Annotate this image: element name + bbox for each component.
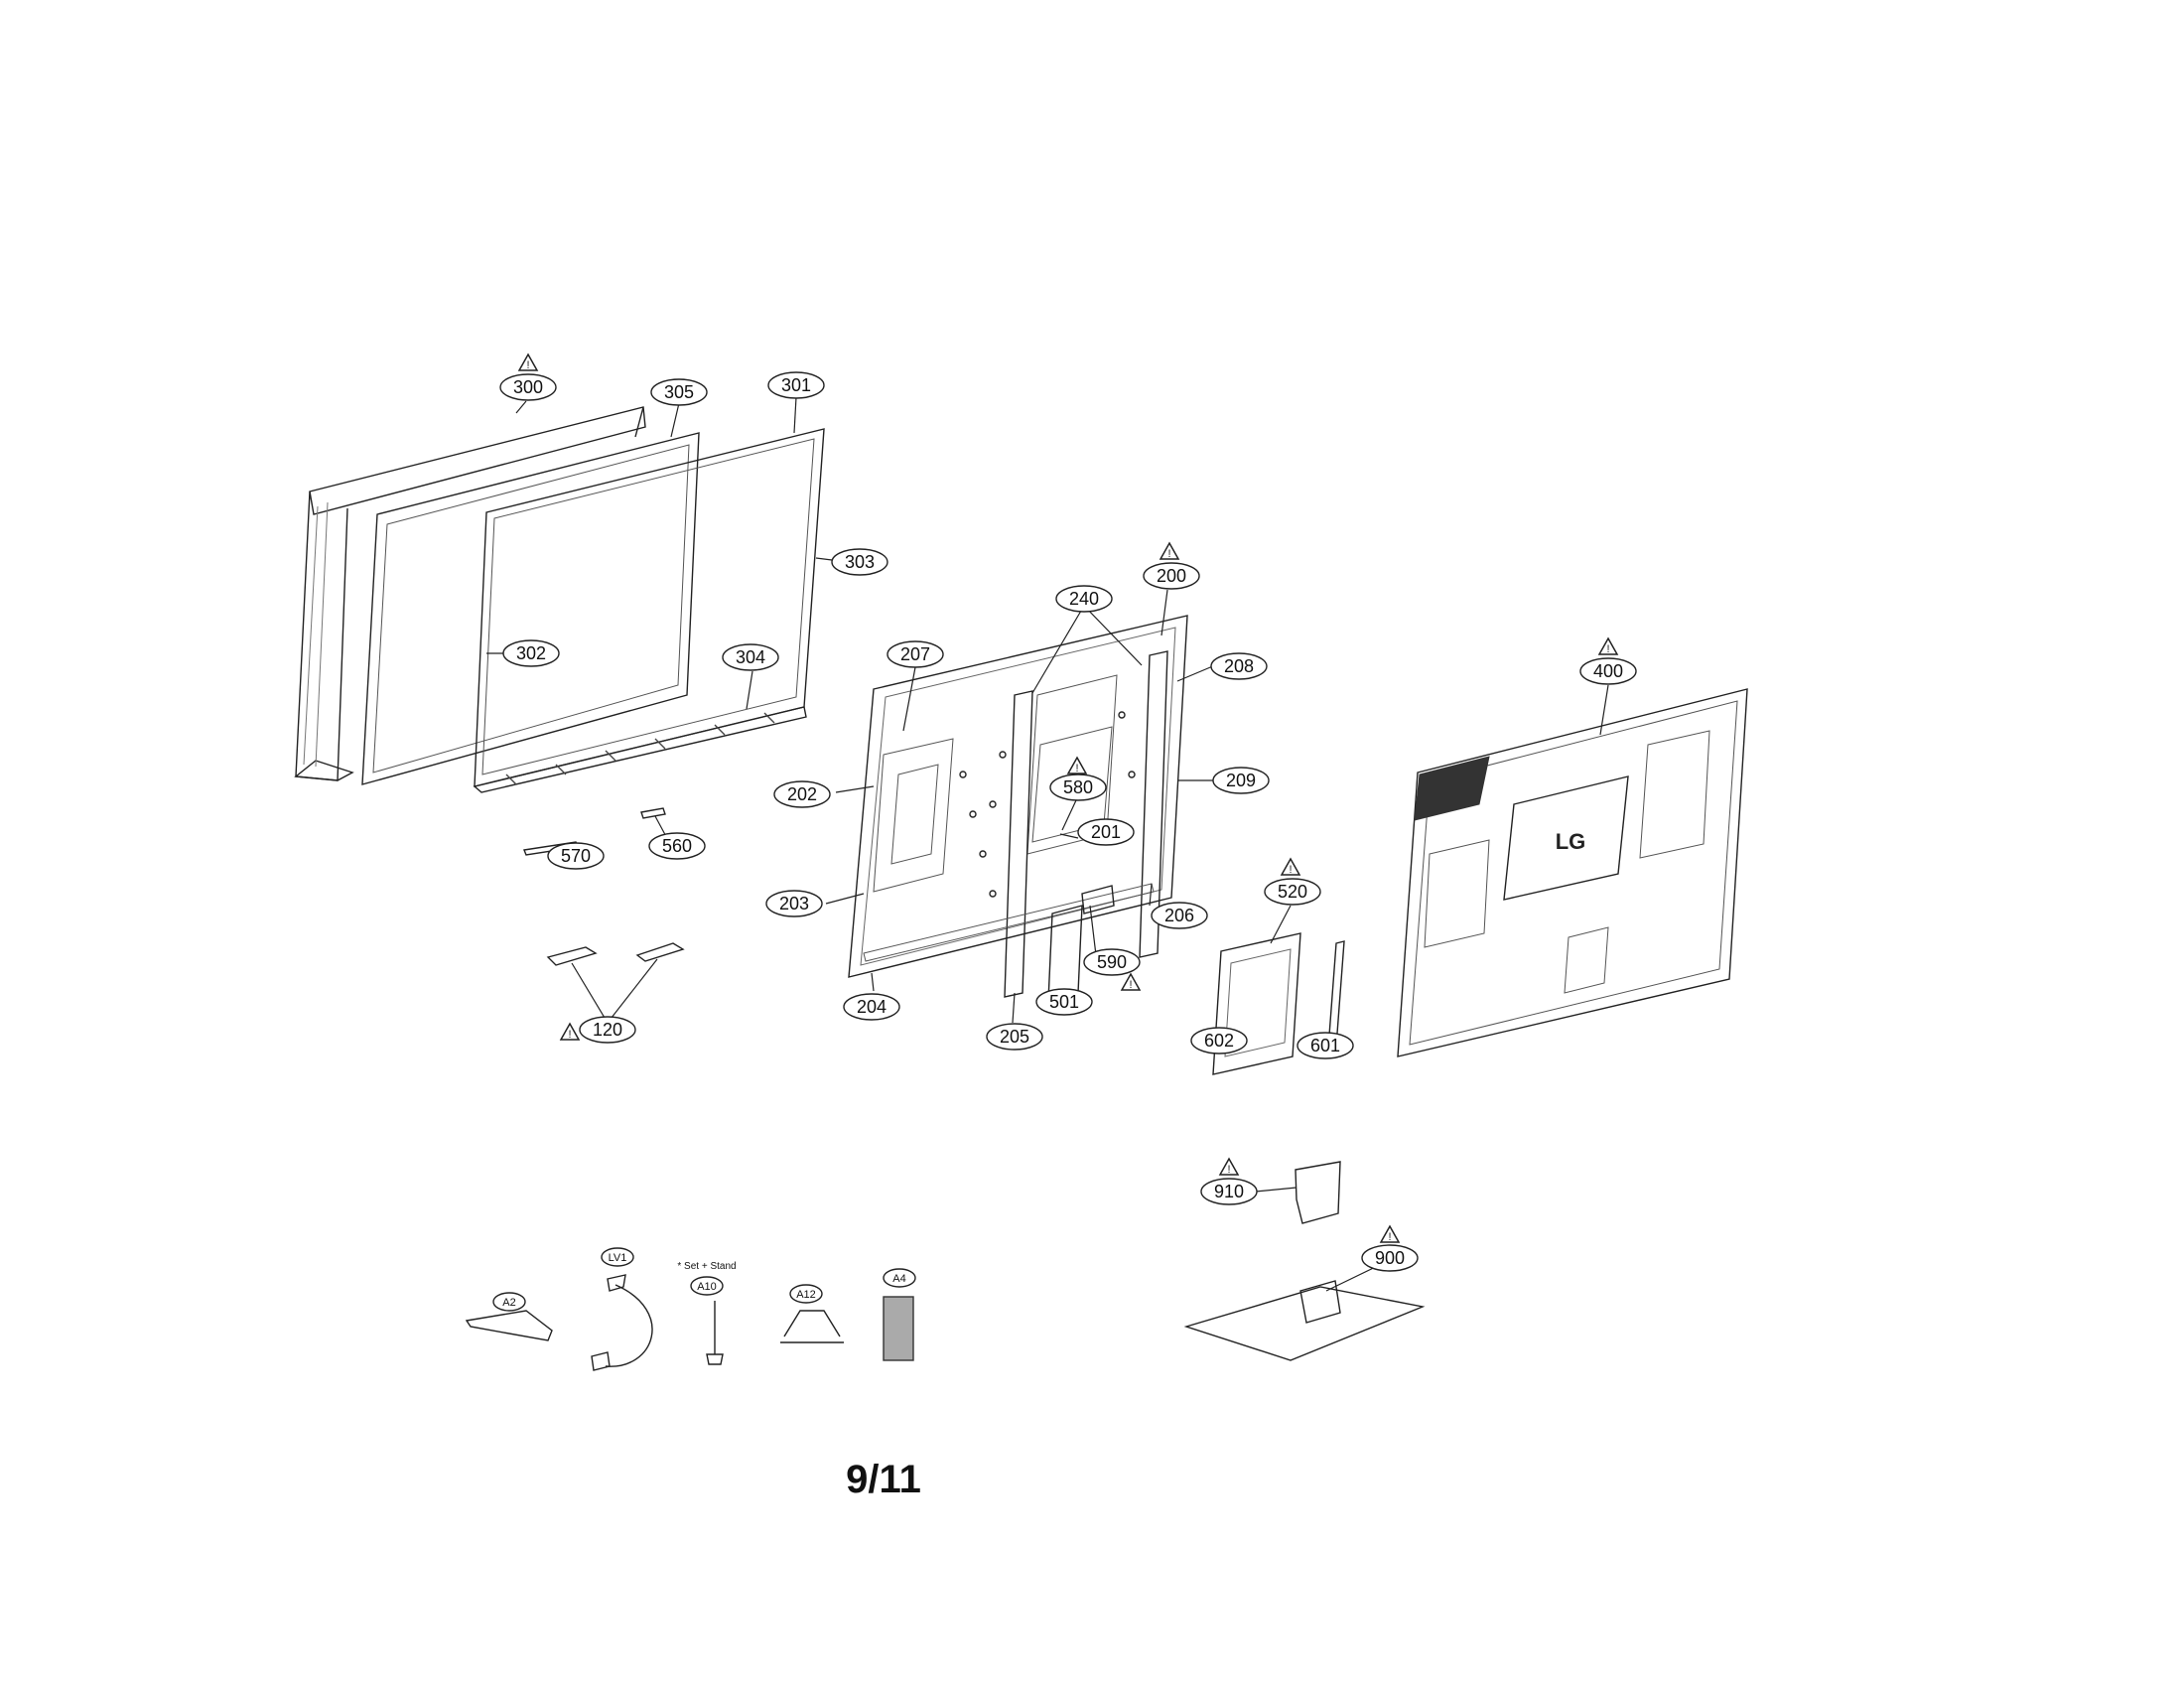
callout-570: 570: [561, 846, 591, 866]
warning-icon: [1281, 858, 1300, 877]
warning-icon: [1598, 637, 1618, 656]
front-bezel-part: [294, 406, 646, 781]
callout-900: 900: [1375, 1248, 1405, 1268]
panel-frame-part: [361, 432, 700, 785]
callout-590: 590: [1097, 952, 1127, 972]
chassis-frame-part: [848, 615, 1188, 998]
part-120-right-shape: [635, 942, 685, 962]
callout-300: 300: [513, 377, 543, 397]
warning-icon: [1160, 542, 1179, 561]
cable-connector-bottom: [591, 1351, 611, 1371]
warning-icon: [1219, 1158, 1239, 1177]
callout-202: 202: [787, 784, 817, 804]
cable-connector-top: [607, 1274, 626, 1292]
warning-icon: [1380, 1225, 1400, 1244]
stand-neck-part: [1295, 1161, 1341, 1224]
callout-580: 580: [1063, 777, 1093, 797]
callout-303: 303: [845, 552, 875, 572]
warning-icon: [1121, 973, 1141, 992]
callout-208: 208: [1224, 656, 1254, 676]
callout-bubbles: [492, 371, 1637, 1312]
callout-400: 400: [1593, 661, 1623, 681]
callout-lv1: LV1: [609, 1252, 627, 1264]
callout-209: 209: [1226, 771, 1256, 790]
part-560-shape: [640, 807, 666, 819]
back-cover-part: [1397, 688, 1748, 1057]
callout-201: 201: [1091, 822, 1121, 842]
callout-501: 501: [1049, 992, 1079, 1012]
lcd-module-part: [473, 428, 825, 793]
callout-304: 304: [736, 647, 765, 667]
callout-a12: A12: [796, 1289, 816, 1301]
part-501-shape: [1047, 905, 1083, 1002]
bracket-part: [780, 1310, 844, 1343]
screw-part: [706, 1301, 724, 1365]
callout-120: 120: [593, 1020, 622, 1040]
remote-control-part: [465, 1310, 553, 1341]
callout-207: 207: [900, 644, 930, 664]
callout-203: 203: [779, 894, 809, 914]
callout-302: 302: [516, 643, 546, 663]
set-stand-note: * Set + Stand: [677, 1261, 736, 1272]
part-590-shape: [1081, 885, 1115, 914]
callout-205: 205: [1000, 1027, 1029, 1047]
brand-logo: LG: [1556, 829, 1586, 854]
callout-910: 910: [1214, 1182, 1244, 1201]
cable-part: [605, 1284, 653, 1367]
callout-602: 602: [1204, 1031, 1234, 1051]
warning-icon: [560, 1023, 580, 1042]
page-number: 9/11: [846, 1458, 921, 1501]
callout-a10: A10: [697, 1281, 717, 1293]
callout-560: 560: [662, 836, 692, 856]
callout-a4: A4: [892, 1273, 905, 1285]
callout-a2: A2: [502, 1297, 515, 1309]
callout-204: 204: [857, 997, 887, 1017]
callout-240: 240: [1069, 589, 1099, 609]
stand-base-part: [1183, 1280, 1426, 1361]
part-120-left-shape: [546, 946, 598, 966]
warning-icon: [518, 353, 538, 372]
callout-301: 301: [781, 375, 811, 395]
callout-305: 305: [664, 382, 694, 402]
callout-520: 520: [1278, 882, 1307, 902]
battery-part: [883, 1296, 914, 1361]
callout-601: 601: [1310, 1036, 1340, 1055]
callout-206: 206: [1164, 906, 1194, 925]
warning-icon: [1067, 757, 1087, 775]
callout-200: 200: [1157, 566, 1186, 586]
